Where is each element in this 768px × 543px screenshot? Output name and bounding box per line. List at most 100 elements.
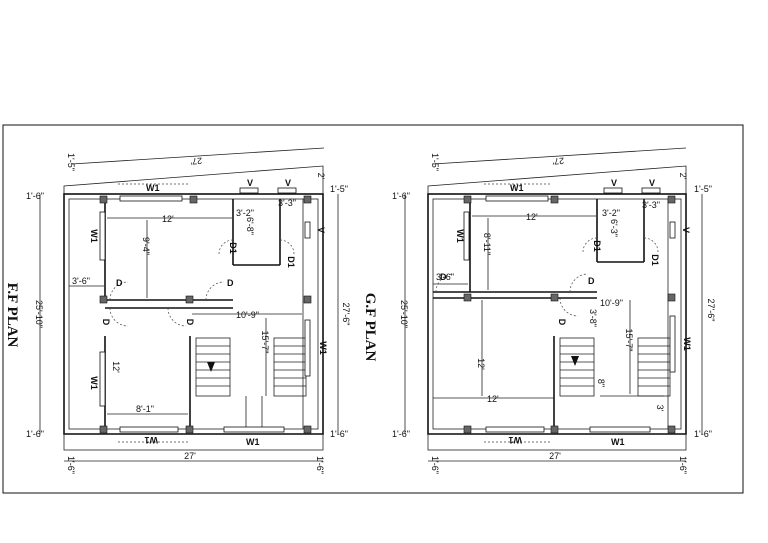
sheet-frame [2,124,744,494]
gf-bath-h: 6'-3" [609,219,619,237]
ff-window-w1-top [119,195,183,202]
gf-w1-top-label: W1 [510,183,524,193]
gf-bottom-dim: 27' [549,451,561,461]
gf-mid-w: 10'-9" [600,298,623,308]
ff-passage-w: 3'-6" [72,276,90,286]
gf-w1-bottom-right-label: W1 [611,437,625,447]
ff-column [185,295,194,304]
gf-door-d1-a: D1 [592,240,602,252]
ff-plan: F.F PLAN 27' 1'-5" 2' 25'-10" 1'-6" 1'-6… [4,147,351,474]
gf-left-dim: 25'-10" [399,300,409,328]
gf-br-margin: 1'-6" [694,429,712,439]
ff-window-w1-left-bottom [99,351,106,407]
gf-column [550,425,559,434]
gf-door-d1-b: D1 [650,254,660,266]
gf-b-right-small: 1'-6" [678,456,688,474]
ff-room1-w: 12' [162,214,174,224]
ff-door-4: D [185,319,195,326]
ff-top-left-offset: 1'-5" [66,153,76,171]
ff-door-d1-a: D1 [228,242,238,254]
ff-column [99,295,108,304]
ff-w1-left-top-label: W1 [89,229,99,243]
ff-column [99,195,108,204]
ff-bath-w1: 3'-2" [236,208,254,218]
ff-tr-margin: 1'-5" [330,184,348,194]
gf-window-w1-top [485,195,549,202]
gf-room1-h: 8'-11" [482,233,492,255]
ff-window-w1-left-top [99,211,106,261]
gf-column [550,195,559,204]
gf-top-left-offset: 1'-5" [430,153,440,171]
ff-column [303,425,312,434]
ff-v2-label: V [285,178,291,188]
gf-stair-small: 8" [596,379,606,387]
gf-w1-left-top-label: W1 [455,229,465,243]
gf-top-dim: 27' [552,156,565,167]
ff-mid-w: 10'-9" [236,310,259,320]
gf-column [463,195,472,204]
ff-bottom-strip [63,433,324,451]
gf-plan: G.F PLAN 27' 1'-5" 2' 25'-10" 1'-6" 1'-6… [362,147,716,474]
gf-staircase [559,337,671,397]
gf-column [463,293,472,302]
gf-bottom-strip [427,433,687,451]
ff-window-w1-bottom-right [223,426,285,433]
ff-column [185,425,194,434]
gf-door-1: D [440,272,447,282]
ff-b-left-small: 1'-6" [66,456,76,474]
gf-v2-label: V [649,178,655,188]
ff-stair-h: 15'-7" [260,331,270,354]
gf-column [550,293,559,302]
ff-w1-top-label: W1 [146,183,160,193]
ff-w1-bottom-left-label: W1 [145,435,159,445]
gf-tr-margin: 1'-5" [694,184,712,194]
ff-bath-h: 6'-8" [245,217,255,235]
ff-window-w1-right [304,319,311,377]
gf-mid-h: 3'-8" [588,309,598,327]
ff-room1-h: 9'-4" [141,237,151,255]
ff-left-dim: 25'-10" [34,300,44,328]
ff-b-right-small: 1'-6" [315,456,325,474]
gf-hall-h: 12' [476,358,486,370]
ff-w1-bottom-right-label: W1 [246,437,260,447]
gf-plan-title: G.F PLAN [362,293,378,362]
gf-v1-label: V [611,178,617,188]
ff-br-margin: 1'-6" [330,429,348,439]
ff-door-1: D [116,278,123,288]
ff-column [189,195,198,204]
ff-top-right-offset: 2' [316,173,326,180]
gf-window-w1-left-top [463,211,470,261]
gf-right-dim: 27'-6" [706,299,716,322]
gf-door-3: D [557,319,567,326]
ff-w1-right-label: W1 [318,341,328,355]
gf-door-2: D [588,276,595,286]
ff-door-2: D [227,278,234,288]
gf-column [463,425,472,434]
gf-window-w1-bottom-right [589,426,651,433]
gf-hall-w: 12' [487,394,499,404]
ff-room2-h: 12' [111,361,121,373]
ff-top-dim: 27' [190,156,203,167]
ff-column [303,295,312,304]
gf-bath-w2: 3'-3" [642,200,660,210]
ff-top-dim-line [71,147,325,165]
ff-staircase [195,337,307,429]
gf-b-left-small: 1'-6" [430,456,440,474]
gf-w1-right-label: W1 [682,337,692,351]
ff-column [303,195,312,204]
ff-tl-margin: 1'-6" [26,191,44,201]
ff-bl-margin: 1'-6" [26,429,44,439]
gf-column [667,425,676,434]
ff-v3-label: V [316,227,326,233]
gf-window-w1-right [669,315,676,373]
gf-stair-h: 15'-7" [624,329,634,352]
ff-bottom-dim: 27' [184,451,196,461]
ff-door-3: D [101,319,111,326]
gf-top-right-offset: 2' [678,173,688,180]
gf-bl-margin: 1'-6" [392,429,410,439]
ff-column [99,425,108,434]
ff-room2-w: 8'-1" [136,404,154,414]
gf-v3-label: V [681,227,691,233]
ff-right-dim: 27'-6" [341,303,351,326]
